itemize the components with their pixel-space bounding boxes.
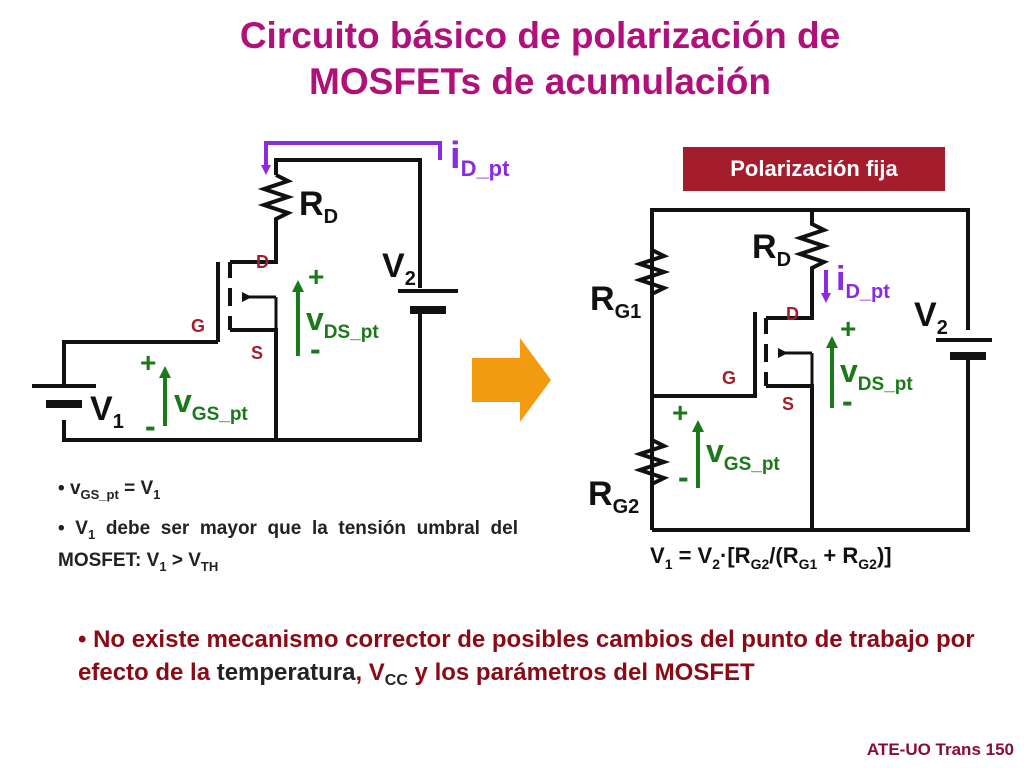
left-vgs-minus: - xyxy=(145,408,156,444)
right-vds-minus: - xyxy=(842,383,853,419)
left-source-label: S xyxy=(251,343,263,363)
note-bullet: • xyxy=(58,478,65,499)
left-gate-wire xyxy=(62,340,218,384)
right-vgs-minus: - xyxy=(678,459,689,495)
note-threshold-sub: 1 xyxy=(87,527,96,542)
note-vgs-text: v xyxy=(69,478,81,499)
right-bottom-wire xyxy=(652,360,970,532)
right-vds-label: vDS_pt xyxy=(840,353,913,395)
left-vds-minus: - xyxy=(310,331,321,367)
transition-arrow xyxy=(472,338,551,422)
page-title-line1: Circuito básico de polarización de xyxy=(239,15,841,56)
left-vds-plus: + xyxy=(308,261,324,292)
note-vgs-eq: = V xyxy=(118,478,154,499)
right-rg1-resistor xyxy=(633,248,671,296)
conclusion-text-d: y los parámetros del MOSFET xyxy=(407,659,755,686)
left-v1-label: V1 xyxy=(90,390,124,433)
right-gate-wire xyxy=(652,350,757,398)
note-vgs: • vGS_pt = V1 xyxy=(58,478,160,502)
conclusion-bullet: • xyxy=(78,626,87,653)
note-threshold-sub3: TH xyxy=(200,559,219,574)
right-rg2-label: RG2 xyxy=(588,475,639,518)
note-vgs-sub2: 1 xyxy=(153,487,161,502)
right-source-label: S xyxy=(782,394,794,414)
left-vgs-label: vGS_pt xyxy=(174,383,248,425)
right-rd-resistor xyxy=(766,210,831,320)
left-vds-label: vDS_pt xyxy=(306,301,379,343)
left-gate-label: G xyxy=(191,316,205,336)
left-drain-label: D xyxy=(256,252,269,272)
left-bottom-wire xyxy=(62,314,422,442)
right-vds-plus: + xyxy=(840,313,856,344)
left-circuit xyxy=(32,158,458,442)
right-rg2-resistor xyxy=(633,438,671,486)
left-top-wire xyxy=(274,158,422,288)
right-gate-label: G xyxy=(722,368,736,388)
note-threshold-v: V xyxy=(75,518,88,539)
note-threshold-text: debe ser mayor que la tensión umbral del… xyxy=(58,518,518,571)
right-v2-label: V2 xyxy=(914,296,948,339)
bias-formula: V1 = V2·[RG2/(RG1 + RG2)] xyxy=(650,543,892,572)
left-current-arrow xyxy=(261,141,442,175)
conclusion-text-c: , V xyxy=(355,659,385,686)
right-circuit xyxy=(633,208,992,532)
conclusion-text-a: No existe mecanismo corrector de posible… xyxy=(78,626,975,686)
note-threshold-gt: > V xyxy=(166,550,201,571)
conclusion-note: • No existe mecanismo corrector de posib… xyxy=(78,623,978,697)
fixed-bias-badge: Polarización fija xyxy=(683,147,945,191)
left-vgs-plus: + xyxy=(140,347,156,378)
slide-footer: ATE-UO Trans 150 xyxy=(866,740,1014,759)
note-threshold-sub2: 1 xyxy=(159,559,167,574)
left-rd-label: RD xyxy=(299,185,338,228)
right-vgs-label: vGS_pt xyxy=(706,433,780,475)
right-rg1-label: RG1 xyxy=(590,280,641,323)
right-id-label: iD_pt xyxy=(836,260,890,303)
left-rd-resistor xyxy=(230,173,295,264)
conclusion-vcc-sub: CC xyxy=(384,672,408,689)
left-id-label: iD_pt xyxy=(450,135,510,181)
left-v2-label: V2 xyxy=(382,247,416,290)
note-bullet: • xyxy=(58,518,65,539)
page-title-line2: MOSFETs de acumulación xyxy=(309,61,771,102)
conclusion-temperature: temperatura xyxy=(216,659,356,686)
note-vgs-sub: GS_pt xyxy=(80,487,119,502)
note-threshold: • V1 debe ser mayor que la tensión umbra… xyxy=(58,516,518,580)
right-drain-label: D xyxy=(786,304,799,324)
right-rd-label: RD xyxy=(752,228,791,271)
right-vgs-plus: + xyxy=(672,397,688,428)
